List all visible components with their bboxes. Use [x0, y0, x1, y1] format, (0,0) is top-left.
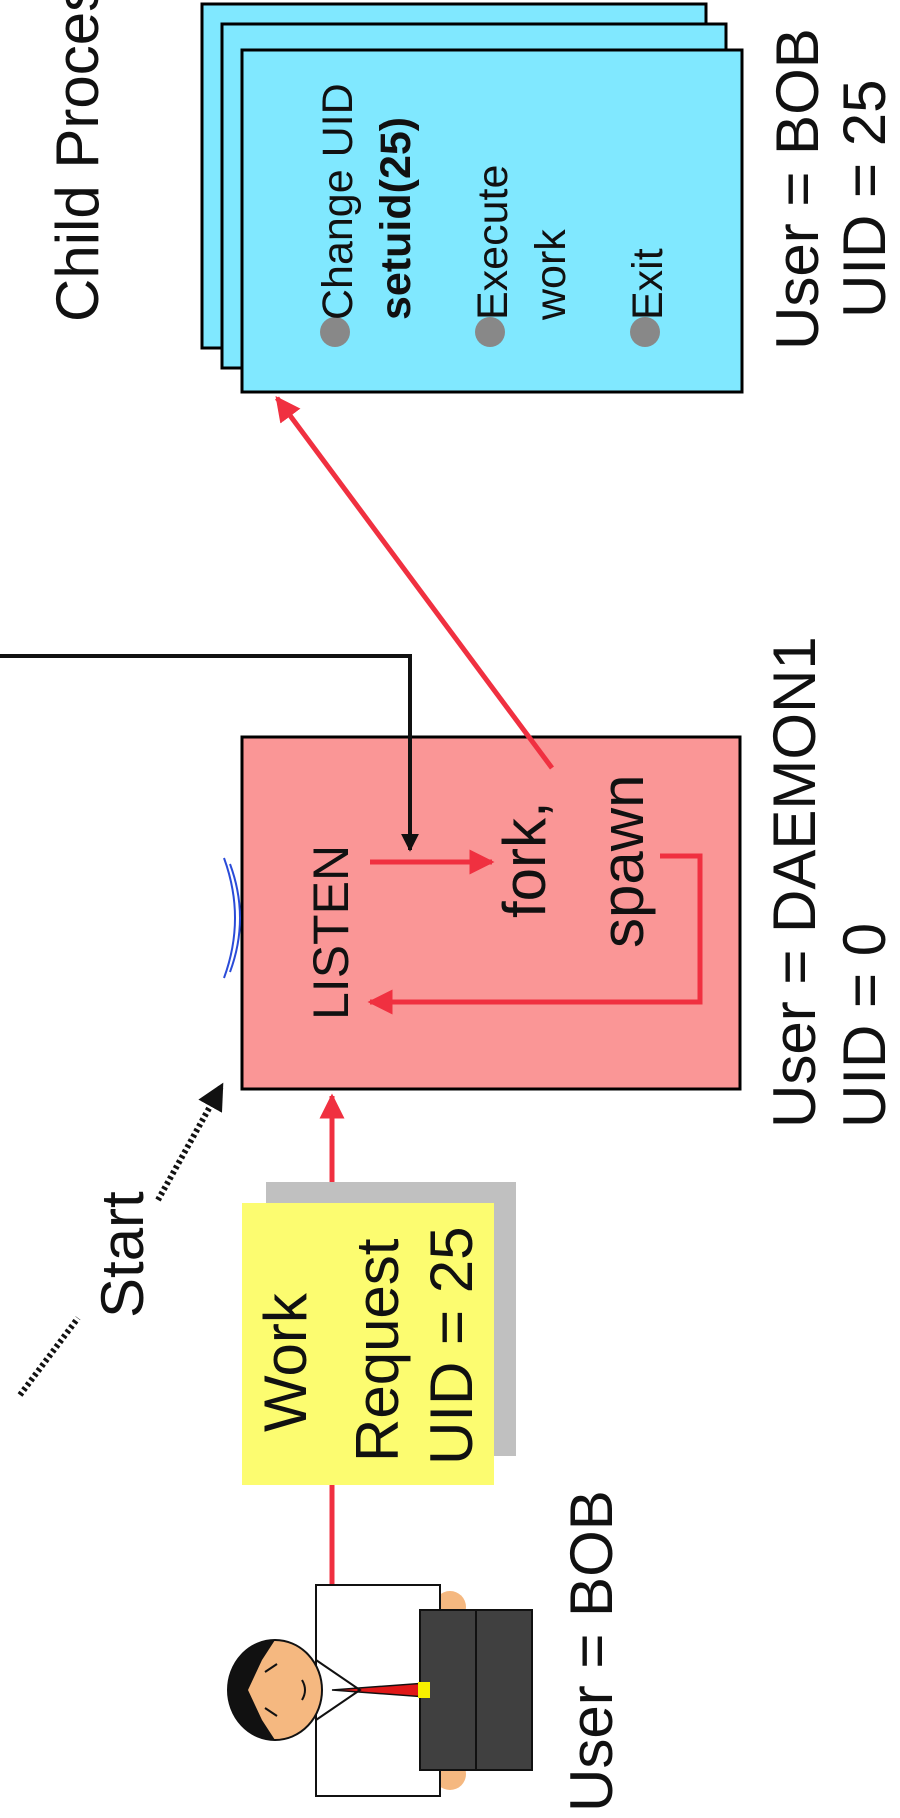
child-user-label: User = BOB	[764, 28, 831, 350]
request-uid-label: UID = 25	[418, 1227, 485, 1465]
user-figure	[228, 1585, 532, 1796]
bullet-exit	[630, 317, 660, 347]
daemon-spawn-label: spawn	[589, 775, 656, 948]
daemon-fork-label: fork,	[491, 801, 558, 918]
fork-to-child-arrow	[277, 398, 552, 768]
step-change-uid: Change UID	[314, 83, 362, 320]
user-tie-clip	[418, 1682, 430, 1698]
start-arrow-tail	[20, 1318, 78, 1395]
child-uid-label: UID = 25	[831, 80, 898, 318]
start-label: Start	[89, 1191, 156, 1318]
request-request-label: Request	[344, 1238, 411, 1462]
step-work: work	[527, 229, 575, 321]
child-process-title: Child Process	[44, 0, 111, 322]
daemon-uid-label: UID = 0	[831, 923, 898, 1128]
bullet-execute	[475, 317, 505, 347]
step-setuid: setuid(25)	[372, 117, 420, 320]
daemon-listen-label: LISTEN	[303, 845, 359, 1020]
step-execute: Execute	[469, 165, 517, 320]
user-label: User = BOB	[558, 1490, 625, 1812]
start-arrow	[158, 1085, 222, 1200]
request-work-label: Work	[252, 1292, 319, 1432]
daemon-user-label: User = DAEMON1	[761, 636, 828, 1128]
step-exit: Exit	[624, 248, 672, 320]
bullet-change-uid	[320, 317, 350, 347]
